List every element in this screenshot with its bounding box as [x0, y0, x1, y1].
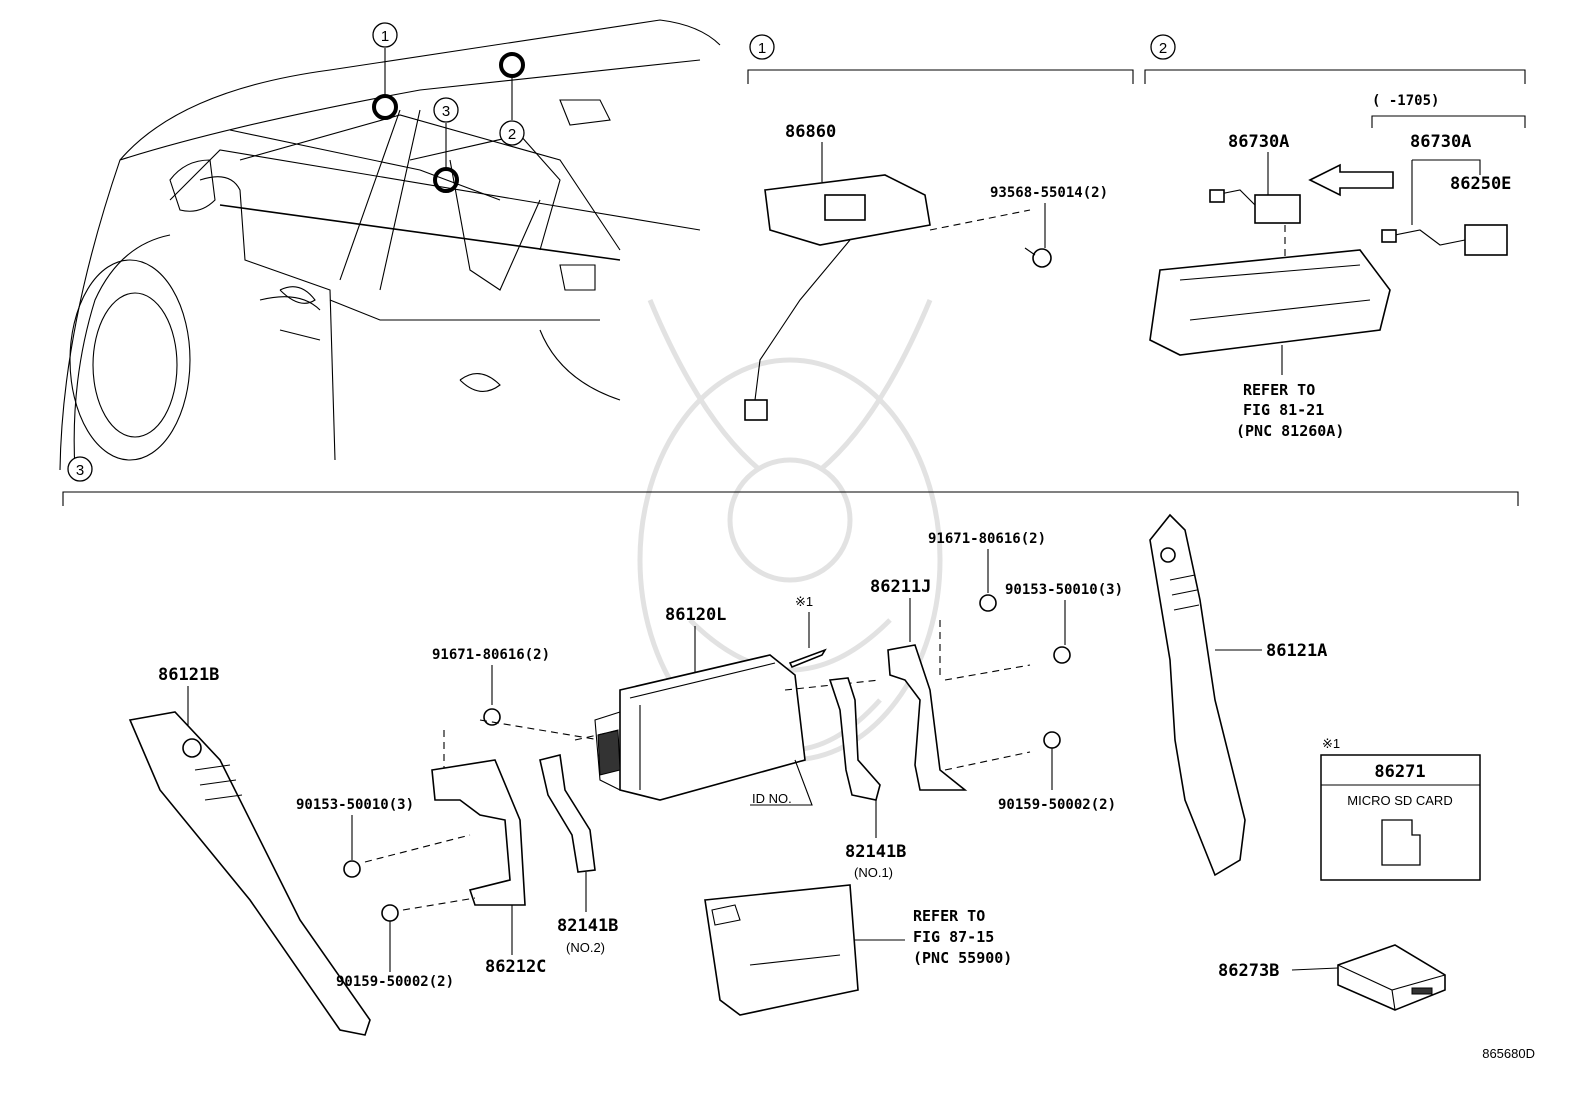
note-no1: (NO.1) [854, 865, 893, 880]
part-86730A-right: 86730A [1410, 132, 1471, 152]
note-mark1-box: ※1 [1322, 736, 1340, 751]
unit-86120L [619, 654, 806, 801]
refer-81-line1: REFER TO [1243, 381, 1315, 399]
refer-87-line2: FIG 87-15 [913, 928, 994, 946]
receiver-connector [744, 399, 768, 421]
trim-86121A [1149, 513, 1246, 877]
refer-87-line1: REFER TO [913, 907, 985, 925]
bracket-86211J [887, 644, 968, 791]
part-86730A-left: 86730A [1228, 132, 1289, 152]
diagram-id: 865680D [1482, 1046, 1535, 1061]
group-3-callout: 3 [76, 462, 84, 479]
part-86860: 86860 [785, 122, 836, 142]
trim-86121B [128, 711, 371, 1036]
part-90153-left: 90153-50010(3) [296, 797, 414, 813]
cable-82141B-no1 [828, 677, 881, 801]
callout-1-overview: 1 [381, 28, 389, 45]
part-86211J: 86211J [870, 577, 931, 597]
overview-callouts: 1 2 3 [372, 22, 525, 193]
group-1-callout: 1 [758, 40, 766, 57]
refer-87-line3: (PNC 55900) [913, 949, 1012, 967]
connector-86250E [1464, 224, 1508, 256]
note-id-no: ID NO. [752, 791, 792, 806]
part-91671-right: 91671-80616(2) [928, 531, 1046, 547]
vehicle-overview [59, 19, 721, 471]
sd-card-icon [1381, 819, 1421, 866]
part-82141B-no2: 82141B [557, 916, 618, 936]
bracket-86212C [431, 759, 526, 906]
part-91671-left: 91671-80616(2) [432, 647, 550, 663]
part-90159-right: 90159-50002(2) [998, 797, 1116, 813]
arrow-left [1308, 163, 1394, 197]
refer-81-line3: (PNC 81260A) [1236, 422, 1344, 440]
callout-2-overview: 2 [508, 126, 516, 143]
part-86273B: 86273B [1218, 961, 1279, 981]
note-no2: (NO.2) [566, 940, 605, 955]
memory-86273B [1337, 944, 1446, 1011]
bolt-91671-right [979, 594, 997, 612]
callout-3-overview: 3 [442, 103, 450, 120]
note-mark1: ※1 [795, 594, 813, 609]
part-86271: 86271 [1374, 762, 1425, 782]
bolt-91671-left [483, 708, 501, 726]
overhead-console [1149, 249, 1391, 356]
part-93568-55014: 93568-55014(2) [990, 185, 1108, 201]
part-90153-right: 90153-50010(3) [1005, 582, 1123, 598]
group-2-callout: 2 [1159, 40, 1167, 57]
receiver-module [824, 194, 866, 221]
panel-55900 [704, 884, 859, 1016]
group-1: 1 86860 93568-55014(2) [744, 34, 1134, 421]
group-3: 3 86121B 91671-80616(2) 90153-50010(3) 9… [62, 456, 1519, 1036]
group-2: 2 ( -1705) 86730A 86730A 86250E REFER TO… [1144, 34, 1526, 440]
part-90159-left: 90159-50002(2) [336, 974, 454, 990]
part-86212C: 86212C [485, 957, 546, 977]
sd-card-label: MICRO SD CARD [1347, 793, 1452, 808]
part-86250E: 86250E [1450, 174, 1511, 194]
connector-86730A [1254, 194, 1301, 224]
cable-82141B-no2 [539, 754, 596, 873]
part-82141B-no1: 82141B [845, 842, 906, 862]
range-label: ( -1705) [1372, 93, 1439, 109]
part-86120L: 86120L [665, 605, 726, 625]
part-86121A: 86121A [1266, 641, 1327, 661]
screw-93568 [1032, 248, 1052, 268]
refer-81-line2: FIG 81-21 [1243, 401, 1324, 419]
part-86121B: 86121B [158, 665, 219, 685]
